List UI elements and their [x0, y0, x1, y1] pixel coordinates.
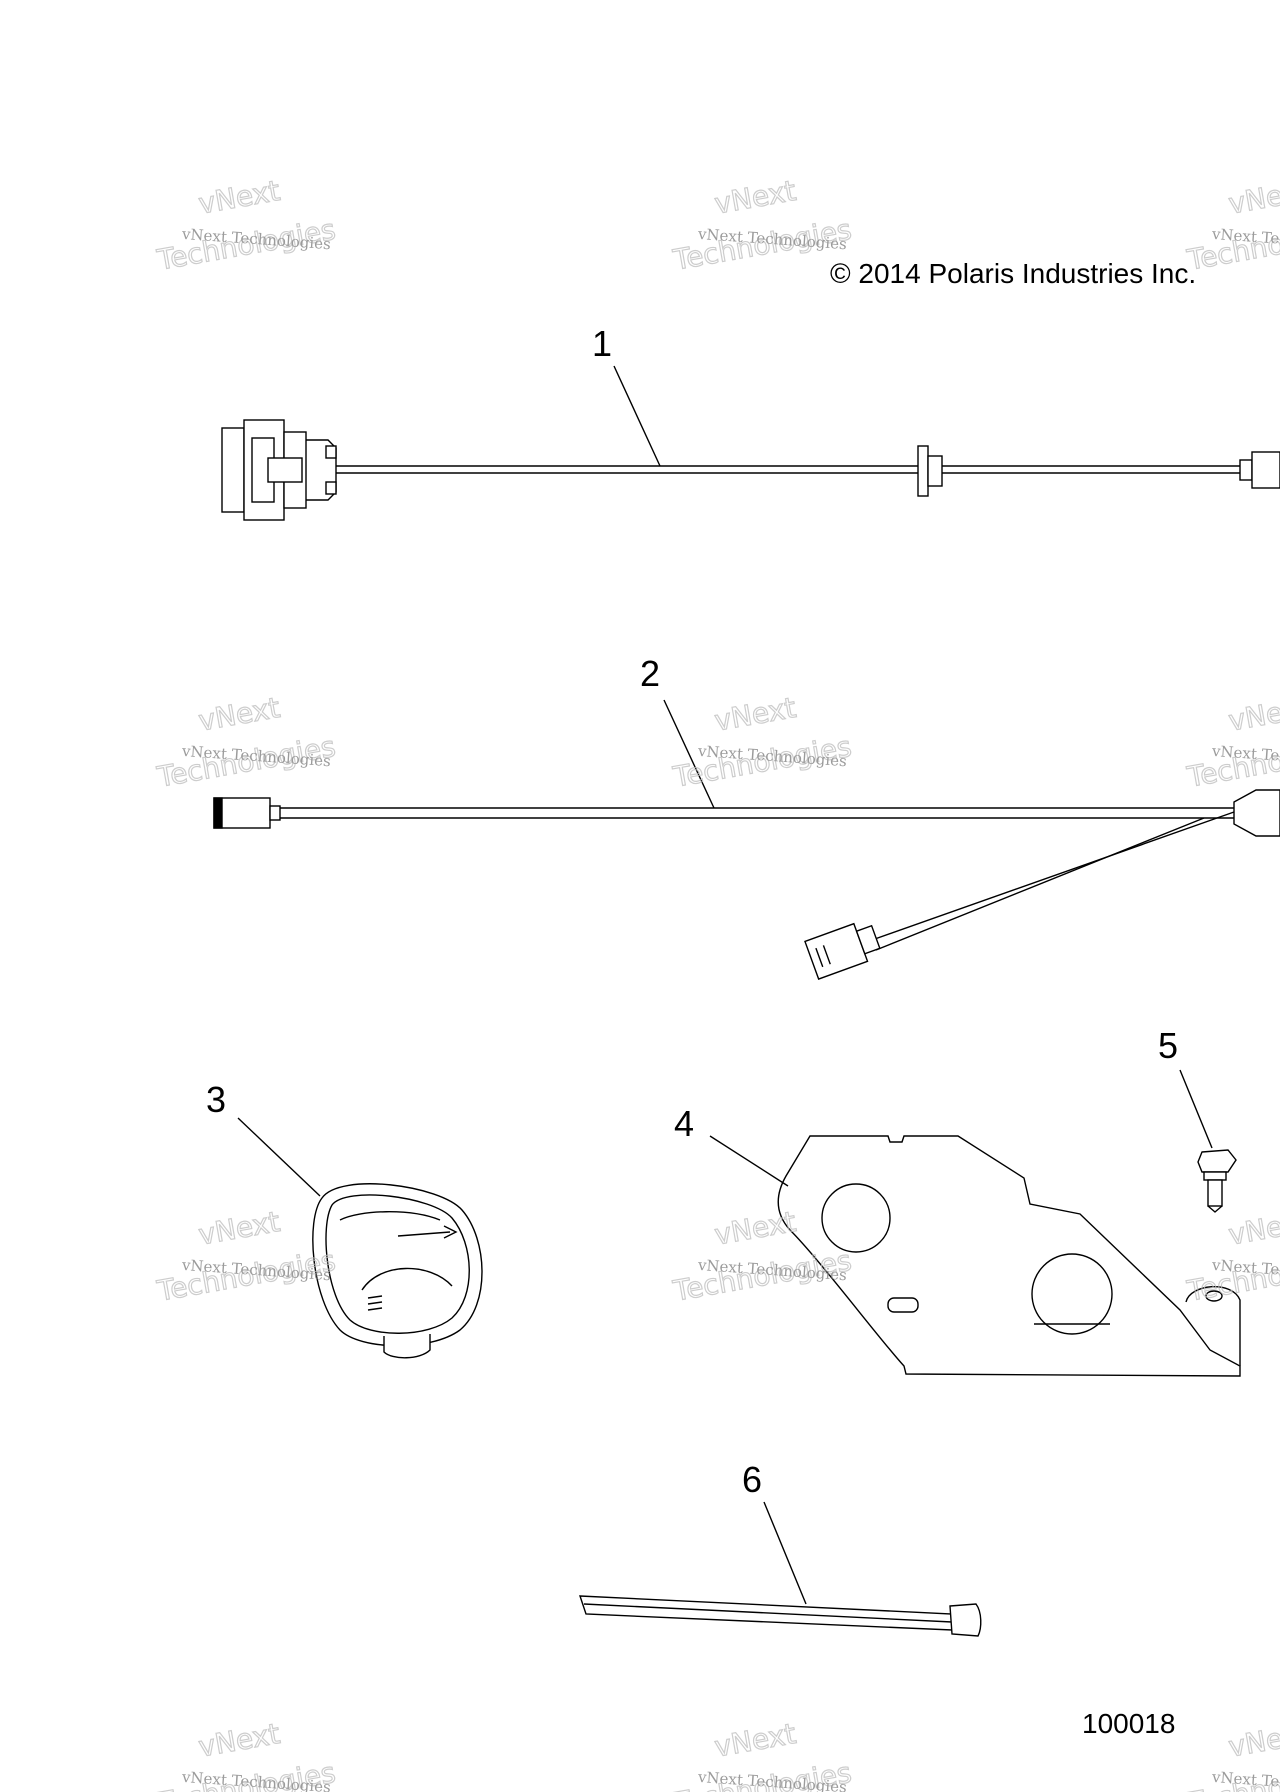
svg-text:vNext: vNext — [712, 691, 798, 738]
callout-4: 4 — [674, 1103, 694, 1144]
svg-text:vNext: vNext — [1226, 691, 1280, 738]
callout-1: 1 — [592, 323, 612, 364]
part-4-bracket: 4 — [674, 1103, 1241, 1377]
svg-text:vNext: vNext — [1226, 174, 1280, 221]
callout-2: 2 — [640, 653, 660, 694]
figure-number: 100018 — [1082, 1708, 1175, 1739]
svg-text:vNext: vNext — [196, 174, 282, 221]
svg-text:vNext: vNext — [712, 1717, 798, 1764]
part-6-cable-tie: 6 — [579, 1459, 982, 1637]
part-2-y-harness: 2 — [213, 653, 1280, 980]
part-3-switch-cover: 3 — [206, 1079, 483, 1359]
svg-text:vNext: vNext — [712, 1205, 798, 1252]
part-1-wire-harness: 1 — [221, 323, 1280, 521]
part-5-bolt: 5 — [1158, 1025, 1237, 1213]
svg-text:vNext: vNext — [196, 691, 282, 738]
callout-5: 5 — [1158, 1025, 1178, 1066]
svg-text:vNext: vNext — [712, 174, 798, 221]
svg-text:vNext: vNext — [1226, 1717, 1280, 1764]
callout-3: 3 — [206, 1079, 226, 1120]
svg-text:vNext: vNext — [1226, 1205, 1280, 1252]
callout-6: 6 — [742, 1459, 762, 1500]
svg-text:vNext: vNext — [196, 1717, 282, 1764]
svg-text:vNext: vNext — [196, 1205, 282, 1252]
copyright-text: © 2014 Polaris Industries Inc. — [830, 258, 1196, 289]
